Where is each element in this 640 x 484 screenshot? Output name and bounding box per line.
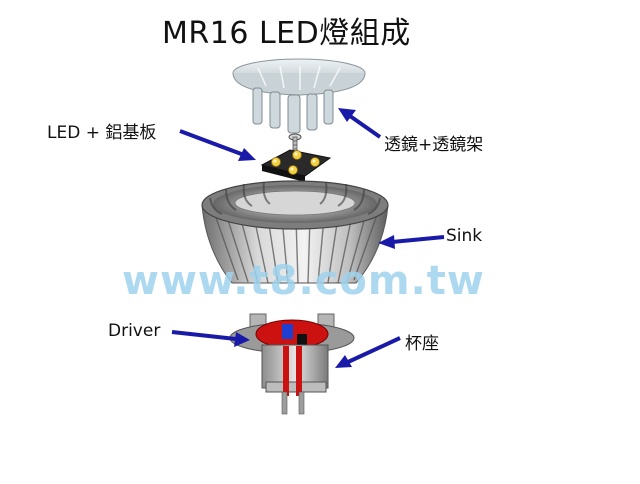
arrow-sink — [378, 235, 445, 249]
lens-holder-part — [232, 58, 366, 134]
screw-part — [288, 133, 302, 152]
arrow-base — [335, 336, 401, 368]
label-lens: 透鏡+透鏡架 — [384, 135, 484, 155]
arrow-led-board — [179, 129, 256, 161]
arrow-driver — [171, 330, 250, 347]
arrow-lens — [338, 108, 382, 139]
label-base: 杯座 — [405, 334, 439, 354]
heat-sink-part — [201, 180, 389, 284]
base-cup-part — [261, 344, 329, 415]
watermark-text: www.t8.com.tw — [122, 258, 485, 304]
label-led-board: LED + 鋁基板 — [47, 123, 157, 143]
pointer-arrows — [171, 108, 445, 368]
label-driver: Driver — [108, 321, 161, 341]
led-board-part — [260, 149, 332, 182]
page-title: MR16 LED燈組成 — [162, 16, 411, 51]
label-sink: Sink — [446, 226, 483, 246]
